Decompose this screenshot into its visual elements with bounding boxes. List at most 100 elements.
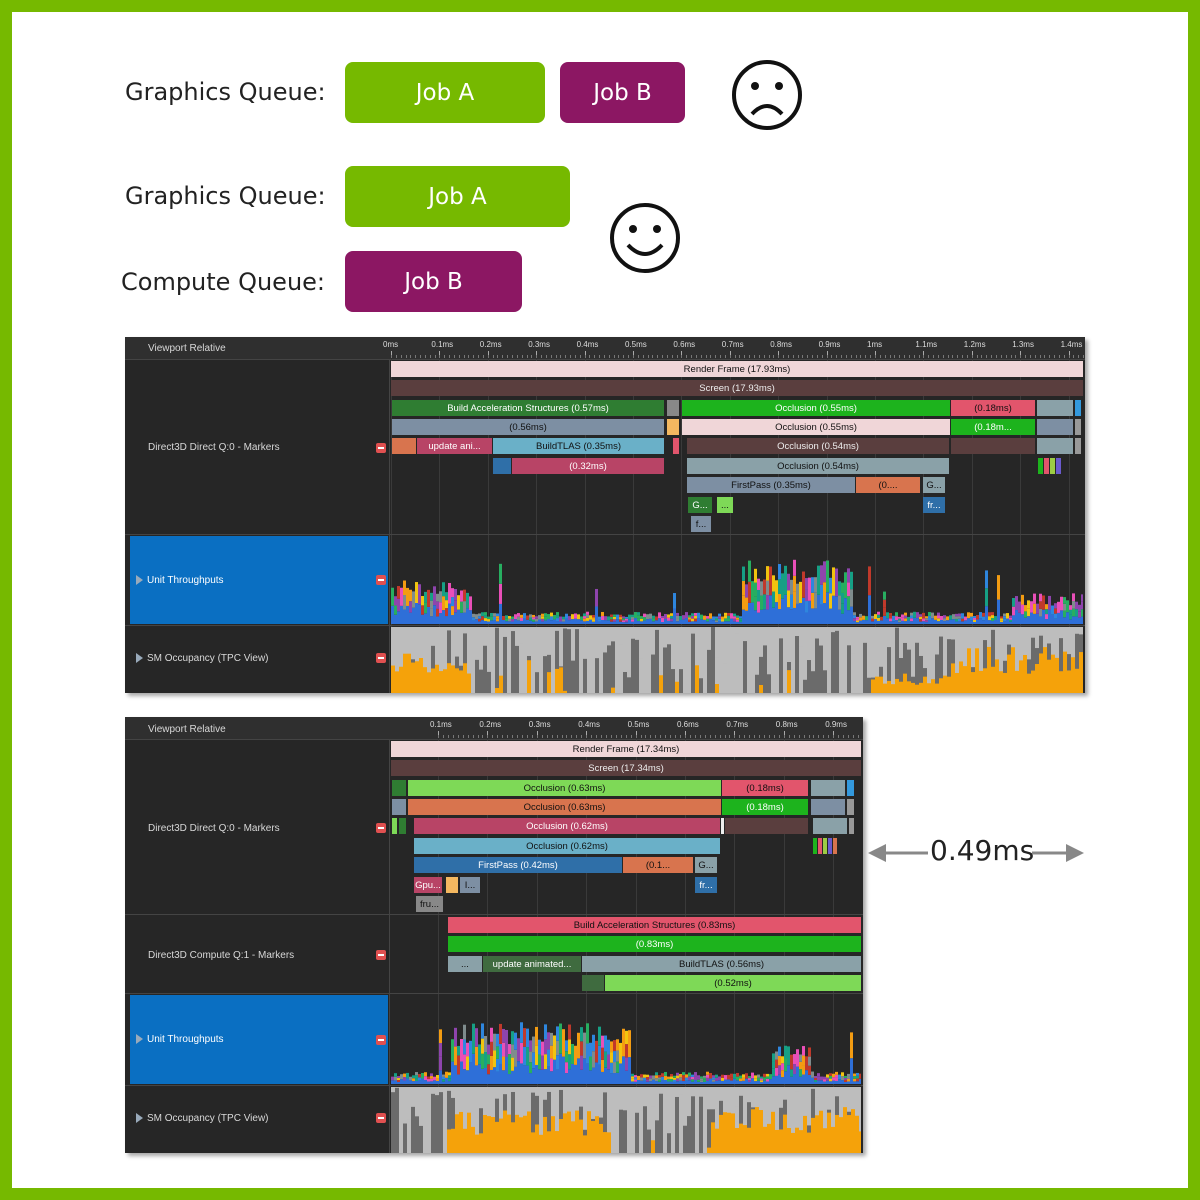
bar-fp-tail[interactable]: (0.... [856,477,920,493]
bar-render-frame[interactable]: Render Frame (17.34ms) [391,741,861,757]
collapse-button[interactable] [376,443,386,453]
bar-032[interactable]: (0.32ms) [512,458,664,474]
bar-small[interactable] [725,818,808,834]
bar-small[interactable] [811,799,845,815]
bar-f[interactable]: f... [691,516,711,532]
bar-firstpass[interactable]: FirstPass (0.42ms) [414,857,622,873]
bar-dots[interactable]: ... [448,956,482,972]
collapse-button[interactable] [376,1113,386,1123]
bar-occlusion-2[interactable]: Occlusion (0.55ms) [682,419,950,435]
bar-fr[interactable]: fr... [695,877,717,893]
bar-small[interactable] [1044,458,1049,474]
bar-small[interactable] [392,438,416,454]
bar-update[interactable]: update animated... [483,956,581,972]
bar-firstpass[interactable]: FirstPass (0.35ms) [687,477,855,493]
collapse-button[interactable] [376,575,386,585]
ruler-tick-label: 0.6ms [677,720,699,729]
graphics-queue-label-2: Graphics Queue: [125,182,326,210]
bar-occlusion-4[interactable]: Occlusion (0.62ms) [414,838,720,854]
collapse-button[interactable] [376,950,386,960]
bar-update[interactable]: update ani... [417,438,492,454]
bar-build-as[interactable]: Build Acceleration Structures (0.57ms) [392,400,664,416]
bar-screen[interactable]: Screen (17.93ms) [391,380,1083,396]
bar-fp-tail[interactable]: (0.1... [623,857,693,873]
bar-occlusion-4[interactable]: Occlusion (0.54ms) [687,458,949,474]
bar-small[interactable] [493,458,511,474]
bar-small[interactable] [828,838,832,854]
ruler-tick-label: 0.9ms [818,340,841,349]
bar-small[interactable] [847,799,854,815]
bar-occlusion-1[interactable]: Occlusion (0.63ms) [408,780,721,796]
bar-small[interactable] [811,780,845,796]
timeline-header [125,337,1085,360]
expand-triangle-icon[interactable] [136,575,143,586]
bar-small[interactable] [1075,419,1081,435]
bar-occlusion-3[interactable]: Occlusion (0.62ms) [414,818,720,834]
bar-small[interactable] [667,400,679,416]
bar-r1-tail[interactable]: (0.18ms) [951,400,1035,416]
bar-small[interactable] [1037,438,1073,454]
bar-r2-tail[interactable]: (0.18m... [951,419,1035,435]
graphics-queue-label-1: Graphics Queue: [125,78,326,106]
bar-r1-tail[interactable]: (0.18ms) [722,780,808,796]
occupancy-graph [391,1087,861,1153]
bar-small[interactable] [813,818,847,834]
bar-small[interactable] [392,818,397,834]
bar-small[interactable] [667,419,679,435]
expand-triangle-icon[interactable] [136,653,143,664]
bar-small[interactable] [823,838,827,854]
bar-small[interactable] [392,780,406,796]
throughput-row-selected[interactable] [130,995,388,1084]
bar-small[interactable] [1075,400,1081,416]
bar-056[interactable]: (0.56ms) [392,419,664,435]
bar-dots[interactable]: ... [717,497,733,513]
bar-g[interactable]: G... [695,857,717,873]
expand-triangle-icon[interactable] [136,1113,143,1124]
throughput-row-selected[interactable] [130,536,388,624]
bar-small[interactable] [1075,438,1081,454]
bar-083[interactable]: (0.83ms) [448,936,861,952]
collapse-button[interactable] [376,823,386,833]
bar-small[interactable] [813,838,817,854]
job-b-block-serial: Job B [560,62,685,123]
bar-small[interactable] [1038,458,1043,474]
bar-small[interactable] [582,975,604,991]
ruler-tick-label: 0.3ms [528,340,550,349]
bar-occlusion-3[interactable]: Occlusion (0.54ms) [687,438,949,454]
bar-small[interactable] [847,780,854,796]
bar-small[interactable] [1037,419,1073,435]
bar-small[interactable] [1056,458,1061,474]
bar-small[interactable] [849,818,854,834]
bar-build-as[interactable]: Build Acceleration Structures (0.83ms) [448,917,861,933]
bar-small[interactable] [818,838,822,854]
bar-occlusion-1[interactable]: Occlusion (0.55ms) [682,400,950,416]
bar-g1[interactable]: G... [923,477,945,493]
bar-buildtlas[interactable]: BuildTLAS (0.35ms) [493,438,664,454]
bar-buildtlas[interactable]: BuildTLAS (0.56ms) [582,956,861,972]
viewport-relative-label: Viewport Relative [148,724,226,735]
bar-small[interactable] [446,877,458,893]
bar-small[interactable] [392,799,406,815]
collapse-button[interactable] [376,653,386,663]
bar-r2-tail[interactable]: (0.18ms) [722,799,808,815]
bar-small[interactable] [399,818,406,834]
bar-occlusion-2[interactable]: Occlusion (0.63ms) [408,799,721,815]
bar-screen[interactable]: Screen (17.34ms) [391,760,861,776]
bar-fru[interactable]: fru... [416,896,443,912]
bar-small[interactable] [1050,458,1055,474]
ruler-tick-label: 0.2ms [479,720,502,729]
bar-i[interactable]: I... [460,877,480,893]
bar-small[interactable] [721,818,724,834]
collapse-button[interactable] [376,1035,386,1045]
bar-small[interactable] [951,438,1035,454]
bar-small[interactable] [673,438,679,454]
bar-fr[interactable]: fr... [923,497,945,513]
bar-gpu[interactable]: Gpu... [414,877,442,893]
bar-render-frame[interactable]: Render Frame (17.93ms) [391,361,1083,377]
bar-g2[interactable]: G... [688,497,712,513]
bar-052[interactable]: (0.52ms) [605,975,861,991]
bar-small[interactable] [833,838,837,854]
expand-triangle-icon[interactable] [136,1034,143,1045]
bar-small[interactable] [1037,400,1073,416]
